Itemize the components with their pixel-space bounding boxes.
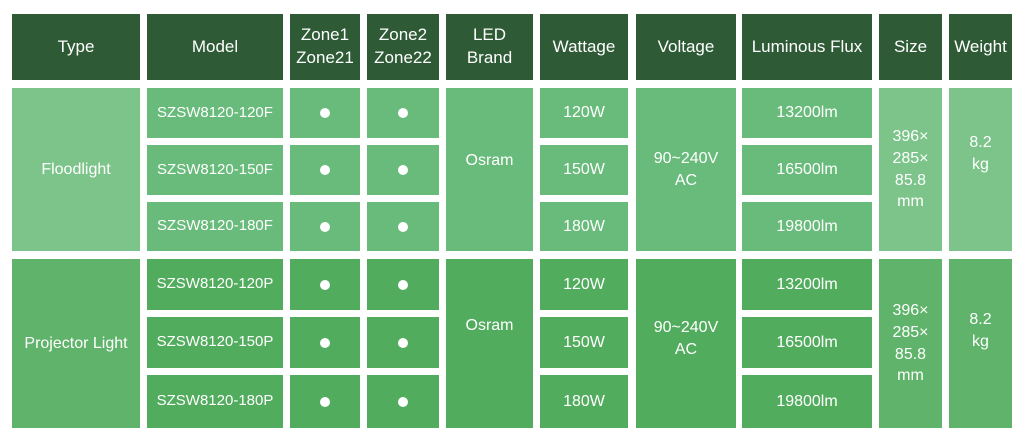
flux-cell: 19800lm xyxy=(742,375,872,428)
bullet-dot-icon xyxy=(320,165,330,175)
led-brand-cell: Osram xyxy=(446,259,533,428)
voltage-cell: 90~240V AC xyxy=(636,259,736,428)
flux-cell: 16500lm xyxy=(742,145,872,195)
zone1-cell xyxy=(290,202,360,251)
bullet-dot-icon xyxy=(398,337,408,348)
zone1-cell xyxy=(290,88,360,138)
led-brand-cell: Osram xyxy=(446,88,533,251)
header-wattage: Wattage xyxy=(540,14,628,80)
wattage-cell: 180W xyxy=(540,375,628,428)
zone2-cell xyxy=(367,88,439,138)
zone2-cell xyxy=(367,202,439,251)
model-cell: SZSW8120-120F xyxy=(147,88,283,138)
bullet-dot-icon xyxy=(320,108,330,118)
zone2-cell xyxy=(367,259,439,310)
bullet-dot-icon xyxy=(320,396,330,407)
model-cell: SZSW8120-150F xyxy=(147,145,283,195)
header-type: Type xyxy=(12,14,140,80)
model-cell: SZSW8120-120P xyxy=(147,259,283,310)
bullet-dot-icon xyxy=(398,165,408,175)
model-cell: SZSW8120-150P xyxy=(147,317,283,368)
header-size: Size xyxy=(879,14,942,80)
header-model: Model xyxy=(147,14,283,80)
flux-cell: 13200lm xyxy=(742,88,872,138)
zone2-cell xyxy=(367,145,439,195)
bullet-dot-icon xyxy=(320,221,330,232)
flux-cell: 16500lm xyxy=(742,317,872,368)
weight-cell: 8.2 kg xyxy=(949,259,1012,428)
type-projector-light: Projector Light xyxy=(12,259,140,428)
zone2-cell xyxy=(367,317,439,368)
model-cell: SZSW8120-180F xyxy=(147,202,283,251)
zone1-cell xyxy=(290,375,360,428)
bullet-dot-icon xyxy=(320,337,330,348)
header-zone2: Zone2 Zone22 xyxy=(367,14,439,80)
flux-cell: 19800lm xyxy=(742,202,872,251)
header-led-brand: LED Brand xyxy=(446,14,533,80)
bullet-dot-icon xyxy=(398,279,408,290)
bullet-dot-icon xyxy=(398,221,408,232)
wattage-cell: 120W xyxy=(540,259,628,310)
wattage-cell: 180W xyxy=(540,202,628,251)
type-floodlight: Floodlight xyxy=(12,88,140,251)
header-weight: Weight xyxy=(949,14,1012,80)
model-cell: SZSW8120-180P xyxy=(147,375,283,428)
header-voltage: Voltage xyxy=(636,14,736,80)
voltage-cell: 90~240V AC xyxy=(636,88,736,251)
wattage-cell: 150W xyxy=(540,317,628,368)
bullet-dot-icon xyxy=(320,279,330,290)
header-zone1: Zone1 Zone21 xyxy=(290,14,360,80)
wattage-cell: 150W xyxy=(540,145,628,195)
size-cell: 396× 285× 85.8 mm xyxy=(879,88,942,251)
wattage-cell: 120W xyxy=(540,88,628,138)
zone1-cell xyxy=(290,259,360,310)
weight-cell: 8.2 kg xyxy=(949,88,1012,251)
header-luminous-flux: Luminous Flux xyxy=(742,14,872,80)
zone2-cell xyxy=(367,375,439,428)
size-cell: 396× 285× 85.8 mm xyxy=(879,259,942,428)
bullet-dot-icon xyxy=(398,396,408,407)
zone1-cell xyxy=(290,317,360,368)
flux-cell: 13200lm xyxy=(742,259,872,310)
bullet-dot-icon xyxy=(398,108,408,118)
zone1-cell xyxy=(290,145,360,195)
